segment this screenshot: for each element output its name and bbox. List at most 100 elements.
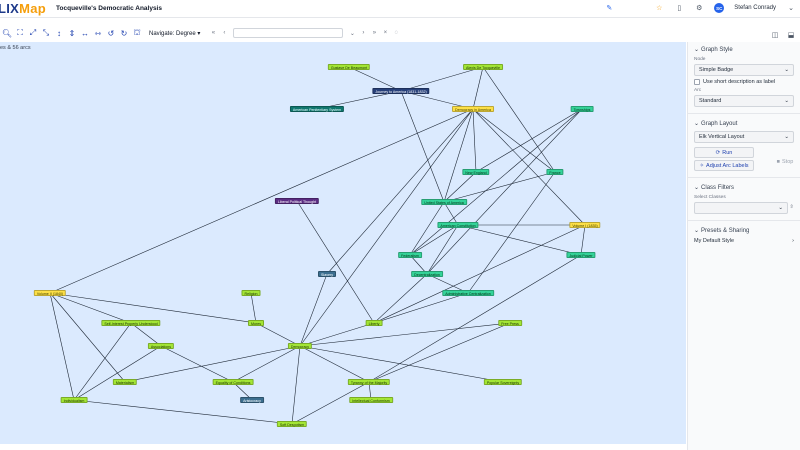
graph-node-equality[interactable]: Equality of Conditions [212, 379, 254, 385]
graph-edge-democracy-materialism[interactable] [124, 345, 301, 383]
graph-edge-townships-newengland[interactable] [475, 108, 583, 173]
graph-edge-religion-mores[interactable] [250, 292, 257, 324]
graph-edge-tocqueville-france[interactable] [482, 66, 556, 173]
chevron-down-icon[interactable]: ⌄ [788, 5, 794, 12]
arc-style-select[interactable]: Standard⌄ [694, 95, 794, 107]
rotate-right-icon[interactable]: ↻ [120, 28, 128, 38]
graph-edge-judicial-tyranny[interactable] [368, 254, 582, 383]
graph-edge-townships-federalism[interactable] [409, 108, 583, 256]
graph-edge-mores-democracy[interactable] [255, 322, 301, 347]
fit-screen-icon[interactable]: ⛶ [17, 28, 23, 37]
graph-layout-header[interactable]: ⌄Graph Layout [694, 120, 738, 128]
graph-edge-individualism-despotism[interactable] [73, 399, 293, 425]
short-description-option[interactable]: Use short description as label [694, 79, 794, 85]
graph-node-freepress[interactable]: Free Press [498, 320, 522, 326]
node-style-select[interactable]: Simple Badge⌄ [694, 64, 794, 76]
graph-node-admin[interactable]: Administrative Centralization [442, 290, 494, 296]
graph-edge-tyranny-despotism[interactable] [291, 381, 370, 425]
graph-edge-townships-decentral[interactable] [426, 108, 583, 275]
graph-node-liberty[interactable]: Liberty [365, 320, 383, 326]
graph-edge-dia-newengland[interactable] [472, 108, 477, 173]
graph-edge-liberal-liberty[interactable] [296, 200, 375, 324]
graph-edge-vol1-liberty[interactable] [373, 224, 586, 324]
graph-style-header[interactable]: ⌄Graph Style [694, 46, 733, 54]
filter-stepper-icon[interactable]: ⇳ [789, 204, 794, 210]
graph-edge-vol2-mores[interactable] [49, 292, 257, 324]
last-icon[interactable]: » [372, 30, 377, 36]
class-filters-header[interactable]: ⌄Class Filters [694, 184, 735, 192]
graph-edge-constitution-decentral[interactable] [426, 224, 459, 275]
graph-edge-liberty-democracy[interactable] [299, 322, 375, 347]
graph-edge-usa-federalism[interactable] [409, 201, 445, 256]
graph-edge-federalism-decentral[interactable] [409, 254, 428, 275]
layout-select[interactable]: Elk Vertical Layout⌄ [694, 131, 794, 143]
graph-edge-usa-constitution[interactable] [443, 201, 459, 226]
sidebar-toggle-icon[interactable]: ◫ [771, 32, 779, 39]
graph-node-vol2[interactable]: Volume II (1840) [33, 290, 67, 296]
search-icon[interactable]: 🔍︎ [1, 28, 13, 38]
graph-edge-decentral-admin[interactable] [426, 273, 469, 294]
graph-edge-vol2-individualism[interactable] [49, 292, 75, 401]
previous-icon[interactable]: ‹ [223, 30, 226, 36]
graph-edge-democracy-equality[interactable] [232, 345, 301, 383]
graph-edge-france-admin[interactable] [467, 171, 556, 294]
graph-edge-constitution-federalism[interactable] [409, 224, 459, 256]
graph-edge-dia-vol1[interactable] [472, 108, 586, 226]
graph-node-constitution[interactable]: American Constitution [437, 222, 479, 228]
presets-header[interactable]: ⌄Presets & Sharing [694, 227, 750, 235]
graph-edge-journey-usa[interactable] [400, 90, 445, 203]
settings-icon[interactable]: ⚙ [696, 5, 703, 12]
hierarchy-icon[interactable]: ⛫ [133, 28, 141, 37]
graph-edge-democracy-despotism[interactable] [291, 345, 301, 425]
pencil-icon[interactable]: ✎ [606, 5, 613, 12]
bottom-panel-icon[interactable]: ⬓ [787, 32, 795, 39]
graph-edge-democracy-tyranny[interactable] [299, 345, 370, 383]
graph-edge-dia-slavery[interactable] [326, 108, 474, 275]
horizontal-compress-icon[interactable]: ⇿ [94, 28, 102, 38]
rotate-left-icon[interactable]: ↺ [107, 28, 115, 38]
graph-edge-associations-individualism[interactable] [73, 345, 162, 401]
graph-node-tocqueville[interactable]: Alexis De Tocqueville [463, 64, 503, 70]
graph-edge-dia-france[interactable] [472, 108, 556, 173]
graph-edge-freepress-democracy[interactable] [299, 322, 511, 347]
graph-edge-dia-vol2[interactable] [49, 108, 474, 294]
graph-edge-dia-democracy[interactable] [299, 108, 474, 347]
graph-node-associations[interactable]: Associations [147, 343, 175, 349]
expand-icon[interactable]: ⤢ [29, 28, 37, 37]
graph-node-materialism[interactable]: Materialism [112, 379, 138, 385]
graph-node-despotism[interactable]: Soft Despotism [276, 421, 308, 427]
first-icon[interactable]: « [211, 30, 216, 36]
graph-node-popular[interactable]: Popular Sovereignty [483, 379, 523, 385]
graph-edge-vol1-judicial[interactable] [580, 224, 586, 256]
graph-node-beaumont[interactable]: Gustave De Beaumont [327, 64, 371, 70]
next-icon[interactable]: › [362, 30, 365, 36]
graph-edge-democracy-popular[interactable] [299, 345, 504, 383]
dropdown-chevron-icon[interactable]: ⌄ [349, 30, 355, 37]
graph-edge-associations-equality[interactable] [160, 345, 234, 383]
clear-icon[interactable]: × [383, 30, 388, 36]
graph-node-townships[interactable]: Townships [570, 106, 594, 112]
stop-layout-button[interactable]: ■Stop [776, 158, 794, 165]
preset-my-default-style[interactable]: My Default Style› [694, 238, 794, 244]
avatar[interactable]: SC [714, 3, 725, 13]
graph-edge-slavery-democracy[interactable] [299, 273, 328, 347]
graph-node-journey[interactable]: Journey to America (1831-1832) [372, 88, 430, 94]
graph-edge-dia-usa[interactable] [443, 108, 474, 203]
graph-edge-france-usa[interactable] [443, 171, 556, 203]
graph-node-usa[interactable]: United States of America [421, 199, 467, 205]
graph-edge-tocqueville-dia[interactable] [472, 66, 484, 110]
graph-node-penitentiary[interactable]: American Penitentiary System [289, 106, 345, 112]
graph-canvas[interactable]: Gustave De Beaumont Alexis De Tocqueville… [0, 42, 686, 444]
graph-node-mores[interactable]: Mores [248, 320, 264, 326]
vertical-compress-icon[interactable]: ⇕ [68, 28, 76, 38]
graph-node-judicial[interactable]: Judicial Power [566, 252, 596, 258]
graph-node-individualism[interactable]: Individualism [60, 397, 88, 403]
graph-edge-vol2-selfinterest[interactable] [49, 292, 132, 324]
graph-edge-freepress-tyranny[interactable] [368, 322, 511, 383]
app-logo[interactable]: LIXMap [0, 1, 47, 16]
graph-node-democracy[interactable]: Democracy [287, 343, 313, 349]
run-layout-button[interactable]: ⟳Run [694, 147, 754, 158]
graph-edge-selfinterest-associations[interactable] [130, 322, 162, 347]
graph-edge-vol2-materialism[interactable] [49, 292, 126, 383]
vertical-spread-icon[interactable]: ↕ [57, 28, 61, 38]
